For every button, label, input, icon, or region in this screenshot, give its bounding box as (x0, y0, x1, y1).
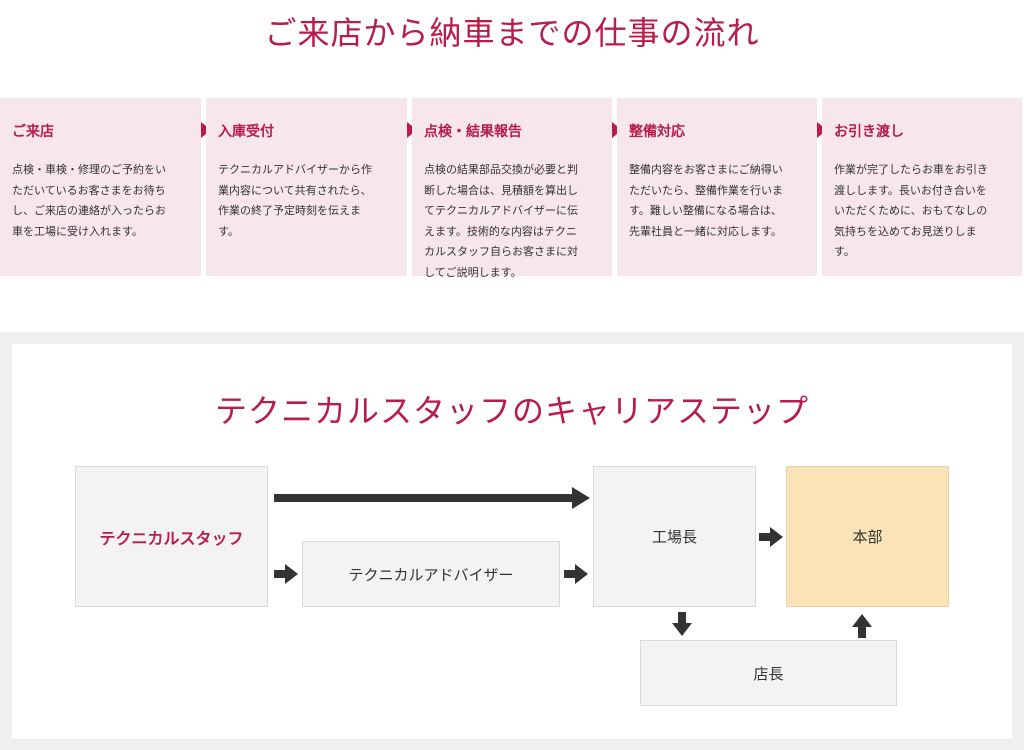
node-factory-manager: 工場長 (593, 466, 756, 607)
flow-step-text: 整備内容をお客さまにご納得い ただいたら、整備作業を行いま す。難しい整備になる… (629, 163, 783, 238)
node-store-manager: 店長 (640, 640, 897, 706)
flow-step-title: 整備対応 (629, 124, 685, 140)
node-technical-staff: テクニカルスタッフ (75, 466, 268, 607)
flow-step-text: 点検の結果部品交換が必要と判 断した場合は、見積額を算出し てテクニカルアドバイ… (424, 163, 578, 279)
flow-step-text: 作業が完了したらお車をお引き 渡しします。長いお付き合いを いただくために、おも… (834, 163, 988, 258)
flow-step-title: 点検・結果報告 (424, 124, 522, 140)
down-arrow-icon (672, 612, 692, 636)
flow-step-maintenance: 整備対応 整備内容をお客さまにご納得い ただいたら、整備作業を行いま す。難しい… (617, 98, 817, 276)
flow-step-reception: 入庫受付 テクニカルアドバイザーから作 業内容について共有されたら、 作業の終了… (206, 98, 407, 276)
career-panel: テクニカルスタッフのキャリアステップ テクニカルスタッフ テクニカルアドバイザー… (12, 344, 1012, 739)
flow-step-text: テクニカルアドバイザーから作 業内容について共有されたら、 作業の終了予定時刻を… (218, 163, 372, 238)
node-headquarters: 本部 (786, 466, 949, 607)
flow-step-text: 点検・車検・修理のご予約をい ただいているお客さまをお待ち し、ご来店の連絡が入… (12, 163, 166, 238)
flow-step-title: ご来店 (12, 124, 54, 140)
flow-step-title: お引き渡し (834, 124, 904, 140)
career-title: テクニカルスタッフのキャリアステップ (214, 392, 809, 430)
flow-step-inspection: 点検・結果報告 点検の結果部品交換が必要と判 断した場合は、見積額を算出し てテ… (412, 98, 612, 279)
right-arrow-icon (759, 527, 783, 547)
long-right-arrow-icon (274, 487, 590, 509)
right-arrow-icon (274, 564, 298, 584)
flow-step-title: 入庫受付 (218, 124, 274, 140)
career-section: テクニカルスタッフのキャリアステップ テクニカルスタッフ テクニカルアドバイザー… (0, 332, 1024, 750)
work-flow: ご来店 点検・車検・修理のご予約をい ただいているお客さまをお待ち し、ご来店の… (0, 98, 1024, 279)
up-arrow-icon (852, 614, 872, 638)
node-technical-advisor: テクニカルアドバイザー (302, 541, 560, 607)
right-arrow-icon (564, 564, 588, 584)
flow-step-visit: ご来店 点検・車検・修理のご予約をい ただいているお客さまをお待ち し、ご来店の… (0, 98, 201, 276)
flow-step-delivery: お引き渡し 作業が完了したらお車をお引き 渡しします。長いお付き合いを いただく… (822, 98, 1022, 276)
flow-title: ご来店から納車までの仕事の流れ (264, 14, 760, 52)
